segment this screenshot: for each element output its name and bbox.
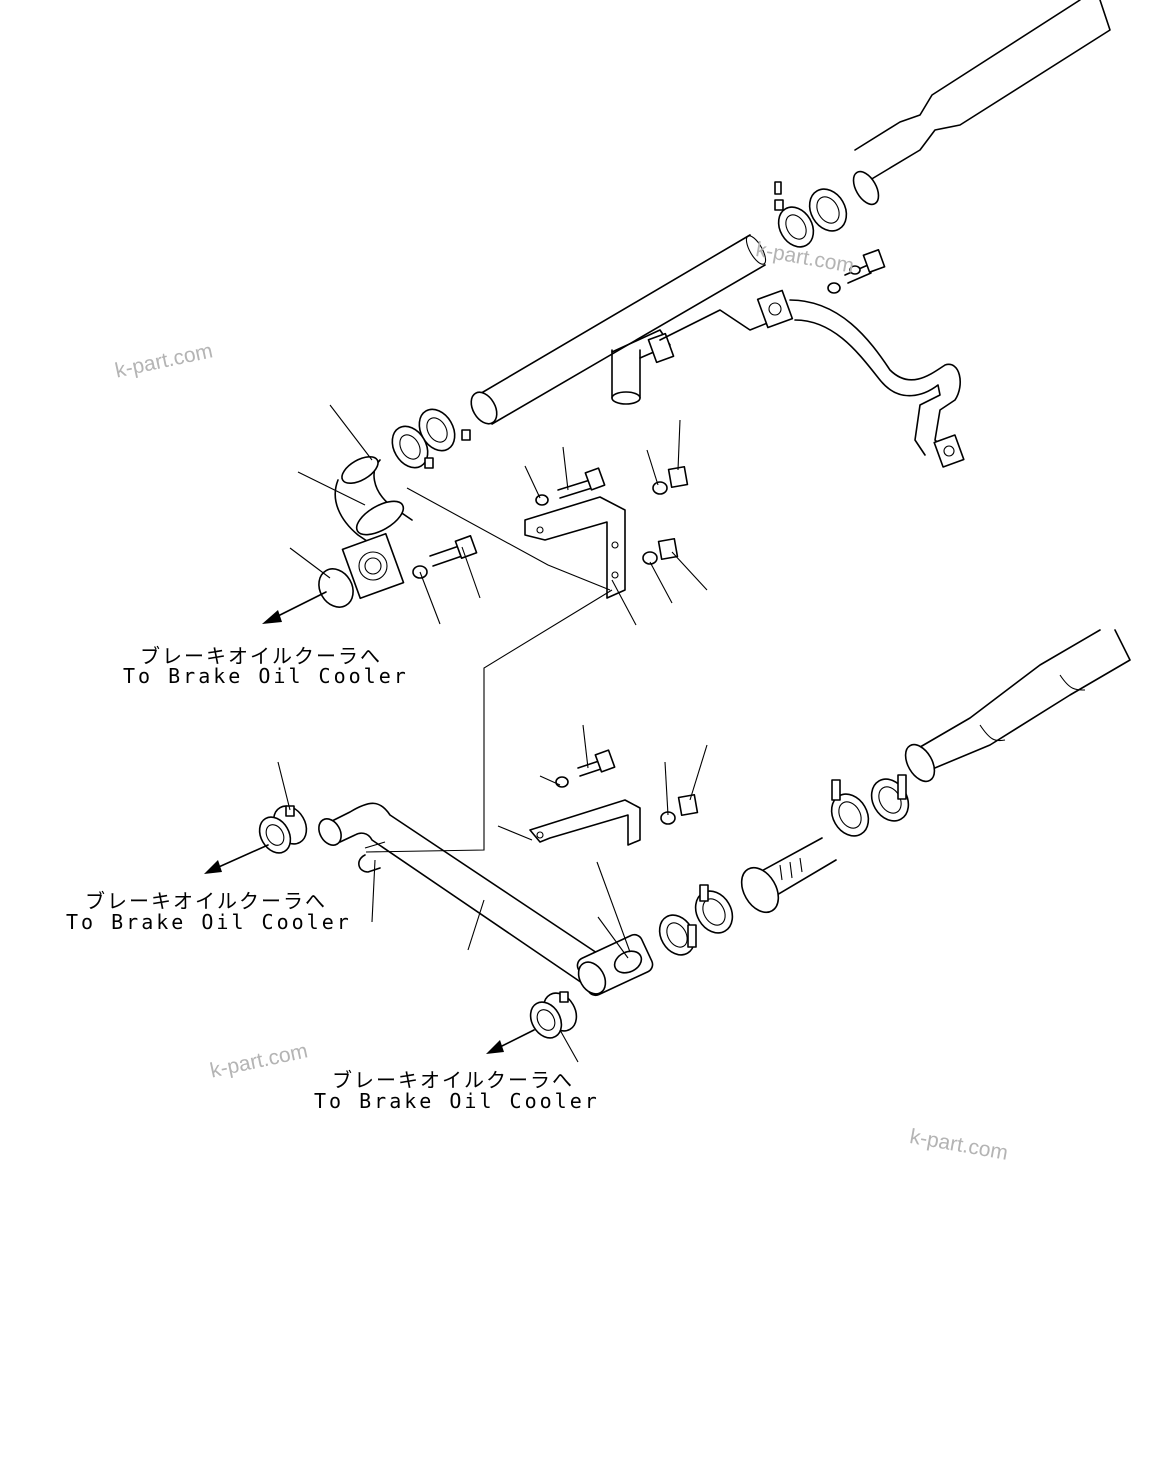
label-1-japanese: ブレーキオイルクーラへ — [140, 644, 382, 668]
label-3-japanese: ブレーキオイルクーラへ — [332, 1068, 574, 1092]
arrow-head-2 — [204, 860, 222, 874]
lower-hose-assembly — [658, 774, 910, 956]
label-1-english: To Brake Oil Cooler — [123, 664, 409, 688]
upper-long-pipe — [852, 0, 1111, 206]
upper-elbow-flange — [318, 455, 413, 608]
upper-bolt — [827, 249, 886, 294]
label-3-english: To Brake Oil Cooler — [314, 1089, 600, 1113]
upper-hose-clamp — [774, 181, 848, 248]
arrow-head-1 — [262, 610, 282, 624]
arrow-head-3 — [486, 1040, 504, 1054]
right-curved-tube — [756, 289, 965, 468]
lower-bent-tube — [318, 802, 654, 997]
lower-long-pipe — [904, 629, 1131, 783]
leader-lines — [277, 404, 708, 1063]
label-2-english: To Brake Oil Cooler — [66, 910, 352, 934]
left-hose-clamp — [391, 408, 471, 469]
tee-fitting — [611, 309, 771, 405]
upper-bracket — [524, 465, 689, 599]
label-2-japanese: ブレーキオイルクーラへ — [85, 889, 327, 913]
arrows — [204, 591, 535, 1054]
bottom-clamp — [529, 991, 578, 1039]
lower-bracket — [529, 749, 699, 846]
lower-left-clamp — [258, 805, 308, 854]
elbow-bolt — [412, 535, 478, 579]
